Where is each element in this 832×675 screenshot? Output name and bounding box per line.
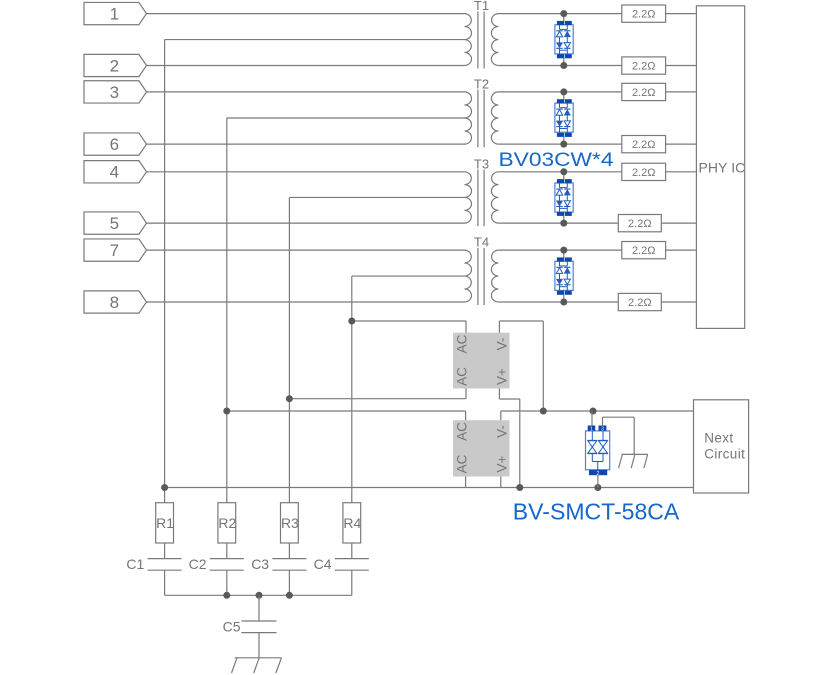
svg-text:T3: T3 bbox=[474, 156, 489, 171]
svg-text:AC: AC bbox=[454, 334, 469, 353]
svg-text:R2: R2 bbox=[218, 515, 236, 531]
svg-text:1: 1 bbox=[110, 5, 119, 24]
svg-text:AC: AC bbox=[454, 422, 469, 441]
svg-text:C4: C4 bbox=[314, 556, 332, 572]
svg-text:R1: R1 bbox=[156, 515, 174, 531]
svg-text:2: 2 bbox=[597, 471, 600, 477]
svg-text:C3: C3 bbox=[251, 556, 269, 572]
svg-text:5: 5 bbox=[110, 214, 119, 233]
svg-text:8: 8 bbox=[110, 293, 119, 312]
svg-text:V-: V- bbox=[495, 425, 510, 438]
svg-text:2.2Ω: 2.2Ω bbox=[628, 297, 652, 309]
svg-text:R3: R3 bbox=[281, 515, 299, 531]
svg-text:V+: V+ bbox=[495, 455, 510, 472]
svg-text:Circuit: Circuit bbox=[704, 447, 745, 462]
svg-text:4: 4 bbox=[110, 163, 119, 182]
svg-text:V+: V+ bbox=[495, 368, 510, 385]
svg-text:2.2Ω: 2.2Ω bbox=[632, 61, 656, 73]
svg-text:AC: AC bbox=[454, 454, 469, 473]
svg-text:PHY IC: PHY IC bbox=[699, 159, 746, 175]
svg-text:T2: T2 bbox=[474, 76, 489, 91]
svg-text:2.2Ω: 2.2Ω bbox=[628, 218, 652, 230]
svg-text:BV-SMCT-58CA: BV-SMCT-58CA bbox=[513, 499, 680, 525]
svg-text:AC: AC bbox=[454, 367, 469, 386]
svg-text:Next: Next bbox=[704, 430, 733, 445]
svg-text:2.2Ω: 2.2Ω bbox=[632, 139, 656, 151]
svg-text:6: 6 bbox=[110, 135, 119, 154]
svg-text:T4: T4 bbox=[474, 235, 489, 250]
svg-text:3: 3 bbox=[110, 83, 119, 102]
svg-text:1: 1 bbox=[590, 426, 593, 432]
svg-text:2.2Ω: 2.2Ω bbox=[632, 245, 656, 257]
svg-text:2.2Ω: 2.2Ω bbox=[632, 87, 656, 99]
svg-text:7: 7 bbox=[110, 241, 119, 260]
svg-text:C5: C5 bbox=[223, 618, 241, 634]
svg-text:2.2Ω: 2.2Ω bbox=[632, 9, 656, 21]
svg-text:V-: V- bbox=[495, 338, 510, 351]
svg-text:C2: C2 bbox=[189, 556, 207, 572]
svg-text:BV03CW*4: BV03CW*4 bbox=[499, 149, 614, 171]
svg-text:C1: C1 bbox=[126, 556, 144, 572]
svg-text:2.2Ω: 2.2Ω bbox=[632, 167, 656, 179]
svg-text:R4: R4 bbox=[343, 515, 361, 531]
svg-text:T1: T1 bbox=[474, 0, 489, 13]
svg-text:2: 2 bbox=[110, 56, 119, 75]
svg-text:3: 3 bbox=[601, 426, 604, 432]
